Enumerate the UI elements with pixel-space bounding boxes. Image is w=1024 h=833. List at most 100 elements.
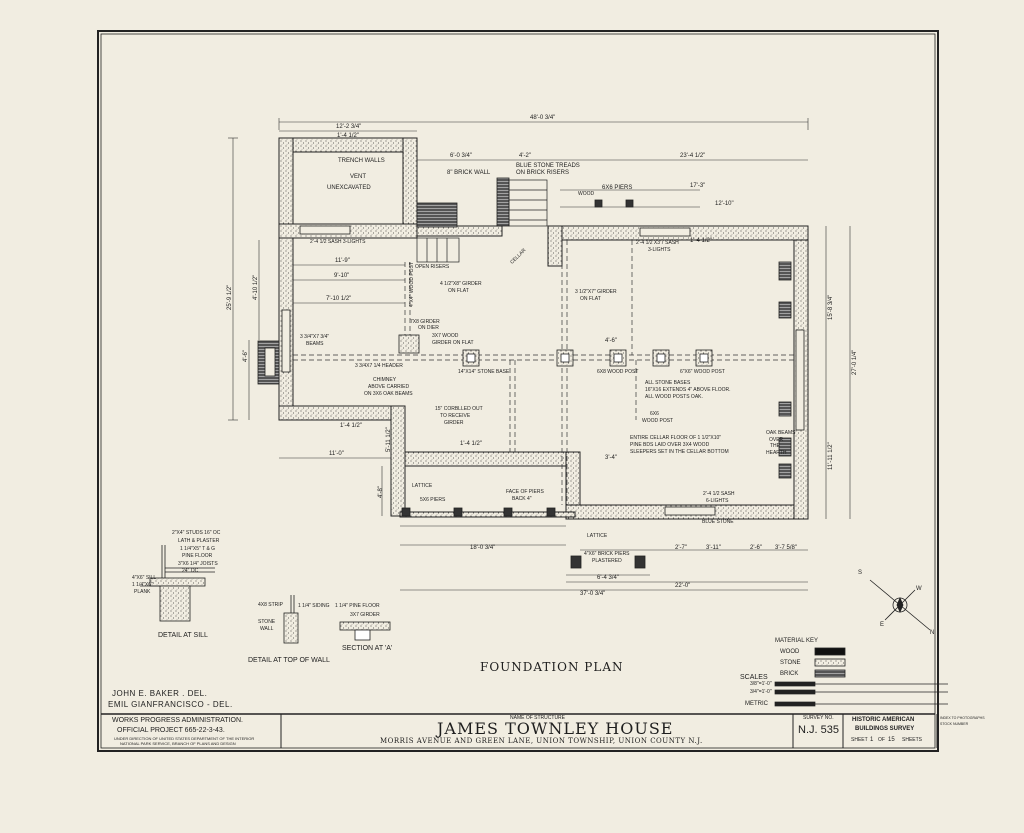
detail-sill-label: DETAIL AT SILL	[158, 632, 208, 639]
dim-5-11: 5'-11 1/2"	[386, 427, 392, 452]
note-header: 3 3/4X7 1/4 HEADER	[355, 363, 403, 369]
note-floor3: SLEEPERS SET IN THE CELLAR BOTTOM	[630, 449, 729, 455]
note-wood-label: WOOD	[578, 191, 595, 197]
note-brick-wall: 8" BRICK WALL	[447, 170, 491, 176]
outer-border	[97, 30, 939, 752]
compass-s: S	[858, 570, 863, 576]
note-lattice2: LATTICE	[587, 533, 608, 539]
sill-note7: 4"X6" SILL	[132, 575, 157, 581]
dim-23-4: 23'-4 1/2"	[680, 153, 706, 159]
note-face-piers2: BACK 4"	[512, 496, 532, 502]
material-key-swatches	[814, 647, 846, 678]
note-bases1: ALL STONE BASES	[645, 380, 691, 386]
note-chimney2: ABOVE CARRIED	[368, 384, 410, 390]
sill-note5: 3"X6 1/4" JOISTS	[178, 561, 218, 567]
note-chimney3: ON 3X6 OAK BEAMS	[364, 391, 413, 397]
inner-border	[100, 33, 936, 749]
dimension-lines	[228, 118, 851, 591]
section-note2: 3X7 GIRDER	[350, 612, 380, 618]
note-hearth2: OVER	[769, 437, 784, 443]
dim-1-4b: 1'-4 1/2"	[690, 238, 712, 244]
note-brick-piers2: PLASTERED	[592, 558, 622, 564]
sill-note3: 1 1/4"X5" T & G	[180, 546, 216, 552]
plan-title: FOUNDATION PLAN	[480, 660, 624, 674]
note-girder3b: ON DIER	[418, 325, 439, 331]
note-post-6x6b: 6X6	[650, 411, 659, 417]
note-girder4: 3X7 WOOD	[432, 333, 459, 339]
note-lattice1: LATTICE	[412, 483, 433, 489]
dim-left-top2: 1'-4 1/2"	[337, 133, 359, 139]
note-post-6x8: 6X8 WOOD POST	[597, 369, 639, 375]
delineator-2: EMIL GIANFRANCISCO - DEL.	[108, 700, 233, 709]
title-block	[101, 713, 938, 748]
dim-4-6b: 4'-6"	[605, 338, 617, 344]
unexcavated-area	[292, 151, 404, 225]
dim-3-11: 3'-11"	[706, 545, 721, 551]
note-girder1: 4 1/2"X8" GIRDER	[440, 281, 482, 287]
sill-note4: PINE FLOOR	[182, 553, 213, 559]
compass-n: N	[930, 630, 935, 636]
note-hearth1: OAK BEAMS	[766, 430, 796, 436]
tb-direction2: NATIONAL PARK SERVICE, BRANCH OF PLANS A…	[120, 741, 236, 746]
dim-4-8: 4'-8"	[378, 486, 384, 498]
dim-right-overall: 27'-0 1/4"	[852, 349, 858, 375]
material-key-brick: BRICK	[780, 671, 799, 677]
tb-survey-label: SURVEY NO.	[803, 715, 834, 721]
note-girder3: 7X8 GIRDER	[410, 319, 440, 325]
topwall-note2: 4X8 STRIP	[258, 602, 284, 608]
note-vent: VENT	[350, 174, 367, 180]
note-floor2: PINE BDS LAID OVER 3X4 WOOD	[630, 442, 710, 448]
note-corbelled: 15" CORBLLED OUT	[435, 406, 483, 412]
note-face-piers: FACE OF PIERS	[506, 489, 544, 495]
note-piers2: 5X6 PIERS	[420, 497, 446, 503]
dim-6-43: 6'-4 3/4"	[597, 575, 619, 581]
scale-feet2: 3/4"=1'-0"	[750, 689, 772, 695]
tb-habs2: BUILDINGS SURVEY	[855, 726, 915, 732]
material-key-wood: WOOD	[780, 649, 800, 655]
note-post-6x6: 6"X6" WOOD POST	[680, 369, 725, 375]
note-open-risers: OPEN RISERS	[415, 264, 450, 270]
dim-22-0: 22'-0"	[675, 583, 691, 589]
tb-sheets-word: SHEETS	[902, 737, 923, 743]
tb-project: OFFICIAL PROJECT 665-22-3-43.	[117, 727, 225, 734]
note-beams2: BEAMS	[306, 341, 324, 347]
note-girder2b: ON FLAT	[580, 296, 601, 302]
note-stone-base: 14"X14" STONE BASE	[458, 369, 510, 375]
topwall-note4: WALL	[260, 626, 274, 632]
scale-bars	[774, 681, 948, 707]
note-sash-bottom: 2'-4 1/2 SASH	[703, 491, 735, 497]
brick-elements	[257, 177, 792, 569]
section-note1: 1 1/4" PINE FLOOR	[335, 603, 380, 609]
tb-sheet-no: 1	[870, 737, 874, 743]
note-floor1: ENTIRE CELLAR FLOOR OF 1 1/2"X10"	[630, 435, 722, 441]
sill-note8: 1 1/4"X6"	[132, 582, 153, 588]
detail-topwall-sketch	[283, 595, 299, 644]
note-sash-right2: 3-LIGHTS	[648, 247, 671, 253]
note-hearth3: THE	[770, 443, 780, 449]
tb-index2: STOCK NUMBER	[940, 722, 969, 726]
dim-4-10: 4'-10 1/2"	[253, 274, 259, 300]
detail-sill-sketch	[140, 545, 215, 622]
note-bases2: 16"X16 EXTENDS 4" ABOVE FLOOR.	[645, 387, 731, 393]
tb-structure-name: JAMES TOWNLEY HOUSE	[437, 719, 674, 738]
tb-direction1: UNDER DIRECTION OF UNITED STATES DEPARTM…	[114, 736, 255, 741]
delineator-1: JOHN E. BAKER . DEL.	[112, 689, 208, 698]
compass-w: W	[916, 586, 922, 592]
dim-2-6: 2'-6"	[750, 545, 762, 551]
tb-habs1: HISTORIC AMERICAN	[852, 717, 915, 723]
material-key-title: MATERIAL KEY	[775, 638, 819, 644]
foundation-walls	[278, 137, 809, 520]
tb-sheet-word: SHEET	[851, 737, 868, 743]
note-trench: TRENCH WALLS	[338, 158, 385, 164]
dim-4-2: 4'-2"	[519, 153, 531, 159]
note-girder2: 3 1/2"X7" GIRDER	[575, 289, 617, 295]
dim-7-10: 7'-10 1/2"	[326, 296, 352, 302]
dim-right-upper: 15'-8 3/4"	[828, 294, 834, 320]
note-wood-post: 4"X4" WOOD POST	[409, 262, 415, 307]
scale-feet: 3/8"=1'-0"	[750, 681, 772, 687]
tb-of-word: OF	[878, 737, 885, 743]
tb-address: MORRIS AVENUE AND GREEN LANE, UNION TOWN…	[380, 737, 703, 745]
dim-1-4d: 1'-4 1/2"	[460, 441, 482, 447]
note-piers: 6X6 PIERS	[602, 185, 633, 191]
